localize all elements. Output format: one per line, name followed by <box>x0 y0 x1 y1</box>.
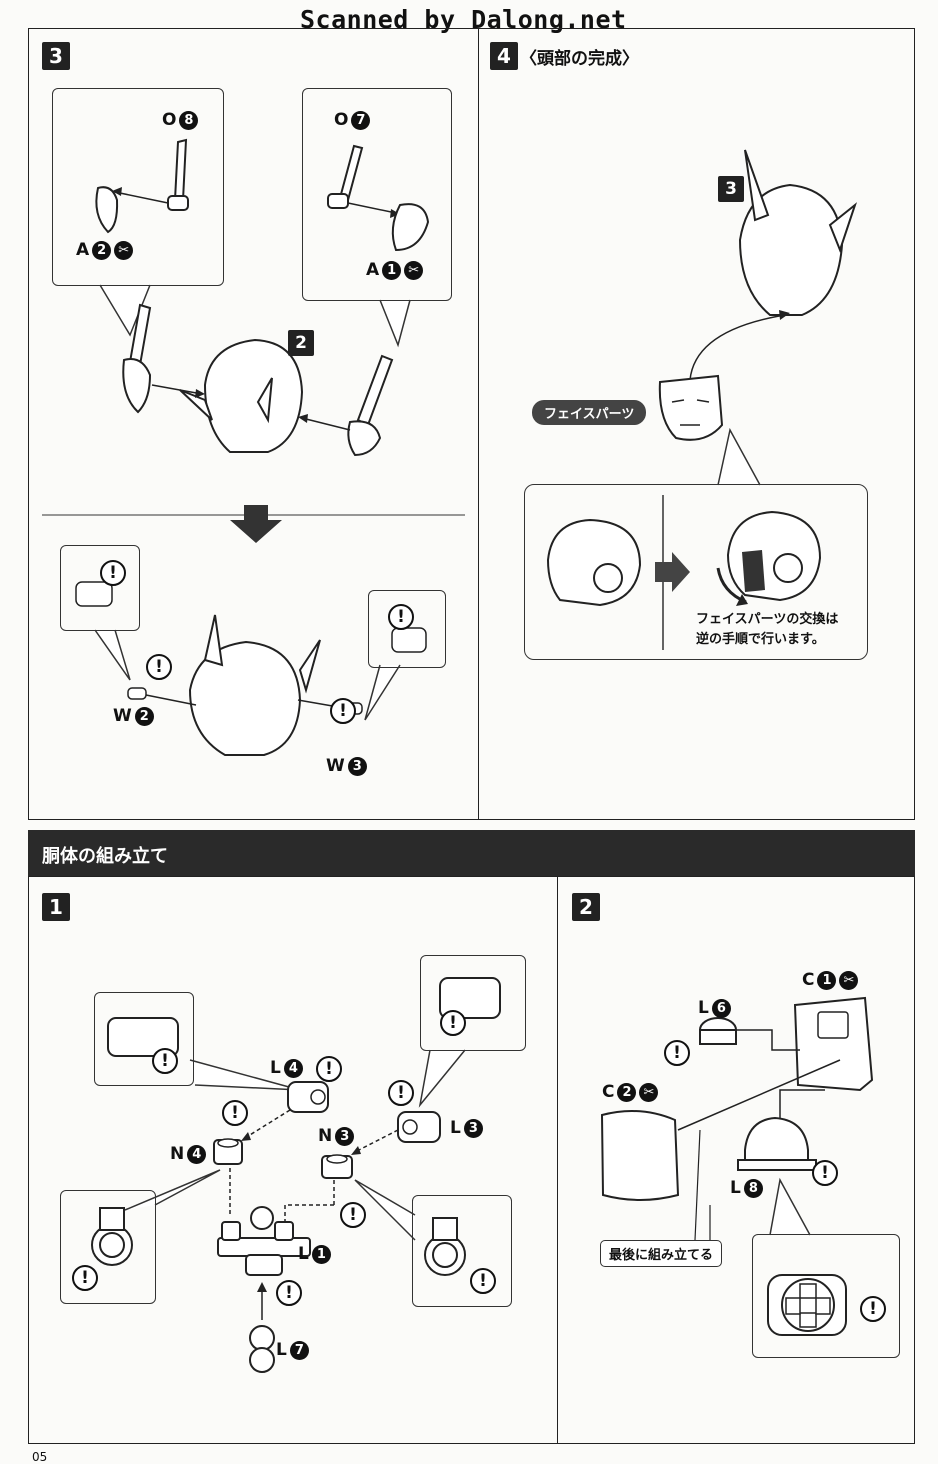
warning-icon: ! <box>860 1296 886 1322</box>
callout-n4-detail <box>60 1190 156 1304</box>
callout-w2-detail <box>60 545 140 631</box>
sub-step-2: 2 <box>288 330 314 356</box>
cut-icon: ✂ <box>839 970 859 990</box>
part-letter: W <box>113 706 132 726</box>
callout-w3-detail <box>368 590 446 668</box>
assemble-last-tag: 最後に組み立てる <box>600 1240 723 1267</box>
part-number: 2 <box>92 240 112 260</box>
part-letter: A <box>366 260 380 280</box>
note-line: フェイスパーツの交換は <box>696 612 839 627</box>
face-swap-detail <box>524 484 868 660</box>
part-letter: L <box>450 1118 461 1138</box>
part-number: 2 <box>134 706 154 726</box>
part-letter: L <box>298 1244 309 1264</box>
part-number: 6 <box>711 998 731 1018</box>
face-swap-note: フェイスパーツの交換は 逆の手順で行います。 <box>696 610 838 650</box>
warning-icon: ! <box>388 1080 414 1106</box>
cut-icon: ✂ <box>639 1082 659 1102</box>
page-number: 05 <box>32 1450 48 1464</box>
part-letter: L <box>276 1340 287 1360</box>
section-header <box>28 830 915 876</box>
part-letter: O <box>334 110 349 130</box>
warning-icon: ! <box>470 1268 496 1294</box>
part-number: 3 <box>335 1126 355 1146</box>
part-number: 1 <box>382 260 402 280</box>
callout-l4-detail <box>94 992 194 1086</box>
warning-icon: ! <box>72 1265 98 1291</box>
part-number: 8 <box>179 110 199 130</box>
part-number: 1 <box>311 1244 331 1264</box>
callout-l3-detail <box>420 955 526 1051</box>
torso-step2-panel <box>557 876 915 1444</box>
cut-icon: ✂ <box>404 260 424 280</box>
part-letter: W <box>326 756 345 776</box>
warning-icon: ! <box>440 1010 466 1036</box>
warning-icon: ! <box>388 604 414 630</box>
step4-title: 〈頭部の完成〉 <box>520 49 639 69</box>
part-number: 7 <box>289 1340 309 1360</box>
callout-o7-a1 <box>302 88 452 301</box>
step4-number: 4 <box>490 42 518 70</box>
warning-icon: ! <box>664 1040 690 1066</box>
part-letter: L <box>730 1178 741 1198</box>
part-number: 2 <box>617 1082 637 1102</box>
part-letter: A <box>76 240 90 260</box>
part-number: 8 <box>743 1178 763 1198</box>
part-letter: N <box>170 1144 185 1164</box>
warning-icon: ! <box>316 1056 342 1082</box>
warning-icon: ! <box>812 1160 838 1186</box>
step4-panel <box>478 28 915 820</box>
part-letter: O <box>162 110 177 130</box>
torso-step1-number: 1 <box>42 893 70 921</box>
note-line: 逆の手順で行います。 <box>696 632 825 647</box>
cut-icon: ✂ <box>114 240 134 260</box>
warning-icon: ! <box>146 654 172 680</box>
step4-ref-step: 3 <box>718 176 744 202</box>
warning-icon: ! <box>276 1280 302 1306</box>
warning-icon: ! <box>152 1048 178 1074</box>
step3-number: 3 <box>42 42 70 70</box>
callout-o8-a2 <box>52 88 224 286</box>
section-title: 胴体の組み立て <box>42 846 168 867</box>
part-number: 4 <box>187 1144 207 1164</box>
callout-n3-detail <box>412 1195 512 1307</box>
part-number: 7 <box>351 110 371 130</box>
warning-icon: ! <box>340 1202 366 1228</box>
part-letter: L <box>270 1058 281 1078</box>
part-number: 4 <box>283 1058 303 1078</box>
part-letter: N <box>318 1126 333 1146</box>
part-number: 1 <box>817 970 837 990</box>
warning-icon: ! <box>330 698 356 724</box>
torso-step2-number: 2 <box>572 893 600 921</box>
warning-icon: ! <box>100 560 126 586</box>
face-parts-label: フェイスパーツ <box>532 400 647 425</box>
part-number: 3 <box>347 756 367 776</box>
watermark: Scanned by Dalong.net <box>300 5 627 34</box>
part-letter: C <box>602 1082 615 1102</box>
warning-icon: ! <box>222 1100 248 1126</box>
part-letter: C <box>802 970 815 990</box>
part-letter: L <box>698 998 709 1018</box>
callout-l8-detail <box>752 1234 900 1358</box>
part-number: 3 <box>463 1118 483 1138</box>
